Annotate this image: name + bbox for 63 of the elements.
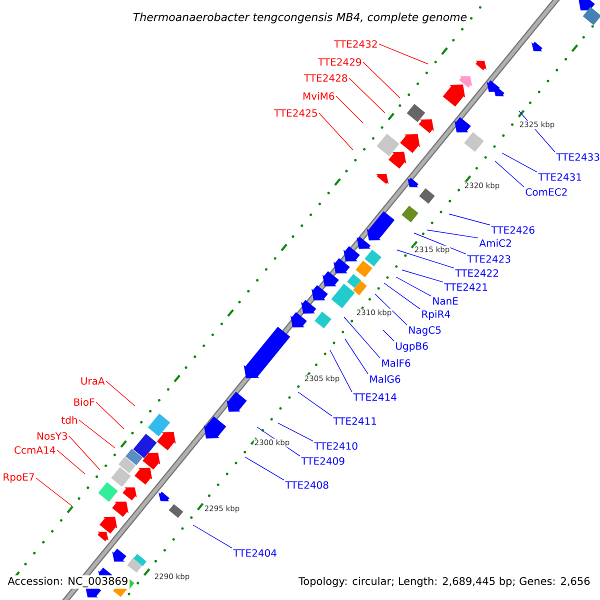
gene-label: AmiC2	[479, 239, 511, 247]
leader-line	[362, 62, 400, 98]
gene-label: ComEC2	[526, 188, 567, 196]
gene-label: TTE2431	[538, 173, 582, 181]
gene-label: TTE2404	[233, 549, 276, 557]
gene-label: TTE2411	[333, 417, 376, 425]
gene-label: TTE2421	[444, 283, 488, 291]
title: Thermoanaerobacter tengcongensis MB4, complete genome	[133, 12, 467, 24]
gene-label: TTE2408	[285, 481, 328, 489]
leader-line	[374, 294, 408, 326]
gene-label: RpoE7	[4, 473, 34, 483]
accession-text: Accession: NC_003869	[6, 575, 130, 589]
leader-line	[396, 250, 454, 268]
gene-label: tdh	[61, 416, 77, 424]
gene-label: MviM6	[303, 92, 334, 100]
leader-line	[344, 338, 368, 374]
leader-line	[396, 276, 432, 296]
leader-line	[448, 214, 490, 226]
leader-line	[402, 270, 444, 282]
gene-label: NosY3	[38, 432, 67, 440]
leader-line	[192, 524, 232, 548]
gene-label: MalF6	[382, 359, 410, 367]
leader-line	[344, 316, 380, 358]
gene-label: MalG6	[370, 375, 400, 383]
gene-label: TTE2414	[353, 393, 396, 401]
gene-label: UgpB6	[396, 342, 428, 352]
gene-label: TTE2426	[491, 226, 534, 234]
gene-label: UraA	[81, 377, 105, 385]
leader-line	[384, 282, 420, 310]
gene-label: TTE2425	[274, 109, 317, 117]
leader-line	[78, 420, 116, 448]
leader-line	[278, 422, 314, 442]
genome-info-text: Topology: circular; Length: 2,689,445 bp; Genes: 2,656	[297, 575, 592, 589]
leader-line	[96, 402, 124, 430]
gene-label: TTE2432	[334, 40, 377, 48]
leader-line	[382, 330, 394, 342]
leader-line	[378, 44, 428, 64]
leader-line	[68, 436, 100, 470]
gene-label: RpiR4	[422, 310, 450, 320]
leader-line	[36, 478, 72, 506]
leader-line	[426, 230, 478, 238]
gene-label: BioF	[74, 398, 94, 406]
leader-line	[244, 456, 284, 480]
leader-line	[336, 96, 364, 124]
gene-label: TTE2410	[314, 442, 358, 450]
leader-line	[494, 160, 524, 188]
leader-line	[414, 232, 466, 254]
gene-label: TTE2428	[304, 74, 348, 82]
leader-line	[318, 112, 354, 150]
leader-line	[502, 152, 538, 172]
gene-label: TTE2422	[455, 269, 498, 277]
leader-line	[106, 380, 136, 406]
leader-line	[56, 450, 86, 474]
gene-label: CcmA14	[14, 446, 56, 454]
gene-label: TTE2429	[318, 58, 362, 66]
gene-label: NanE	[433, 297, 458, 305]
gene-label: TTE2423	[467, 255, 510, 263]
leader-line	[348, 78, 386, 114]
leader-line	[298, 392, 332, 416]
gene-label: NagC5	[409, 326, 441, 336]
gene-label: TTE2433	[556, 153, 600, 161]
leader-line	[330, 350, 352, 392]
gene-label: TTE2409	[301, 457, 344, 465]
